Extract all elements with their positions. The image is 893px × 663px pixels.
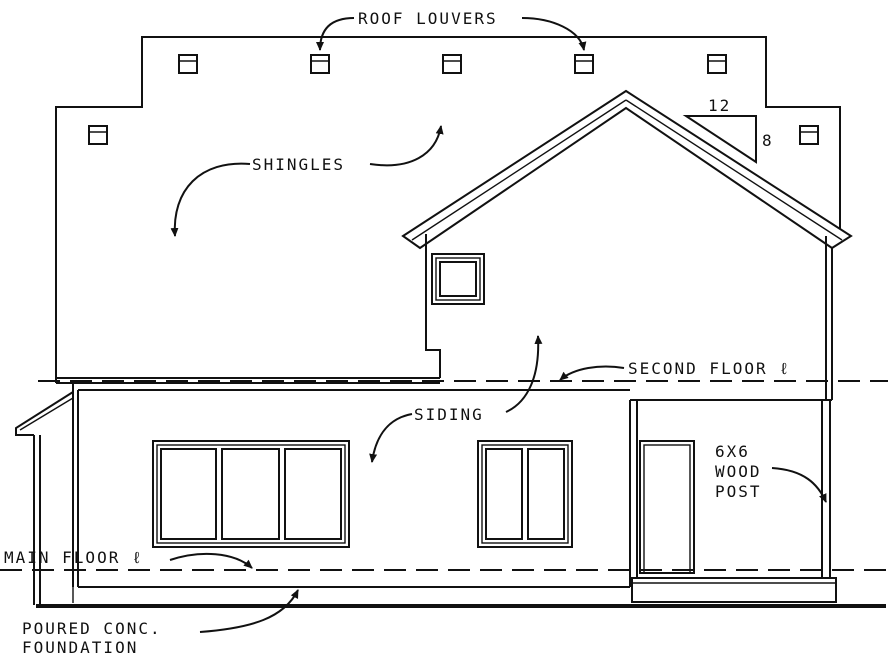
siding-callout: SIDING bbox=[369, 335, 543, 463]
roof-louver bbox=[707, 54, 727, 74]
second-floor-label: SECOND FLOOR ℓ bbox=[628, 359, 791, 378]
gable bbox=[401, 89, 853, 400]
roof-louver bbox=[178, 54, 198, 74]
rear-door bbox=[639, 440, 695, 574]
wood-post-callout: 6X6 WOOD POST bbox=[715, 442, 827, 503]
wood-post-label-line1: 6X6 bbox=[715, 442, 750, 461]
roof-louver bbox=[799, 125, 819, 145]
roof-louvers-label: ROOF LOUVERS bbox=[358, 9, 498, 28]
porch bbox=[631, 400, 837, 603]
second-floor-callout: SECOND FLOOR ℓ bbox=[559, 359, 791, 381]
double-window bbox=[477, 440, 573, 548]
foundation-label-line1: POURED CONC. bbox=[22, 619, 162, 638]
pitch-rise-label: 8 bbox=[762, 131, 774, 150]
shingles-callout: SHINGLES bbox=[170, 125, 444, 237]
roof-louvers bbox=[88, 54, 819, 145]
main-roof bbox=[55, 36, 841, 379]
roof-louver bbox=[88, 125, 108, 145]
wood-post-label-line2: WOOD bbox=[715, 462, 762, 481]
main-floor-walls bbox=[72, 383, 832, 588]
main-floor-callout: MAIN FLOOR ℓ bbox=[4, 548, 253, 569]
triple-window bbox=[152, 440, 350, 548]
roof-pitch-symbol: 12 8 bbox=[682, 96, 774, 164]
roof-louver bbox=[442, 54, 462, 74]
shingles-label: SHINGLES bbox=[252, 155, 345, 174]
main-floor-label: MAIN FLOOR ℓ bbox=[4, 548, 144, 567]
side-bump-out bbox=[15, 391, 74, 605]
foundation-label-line2: FOUNDATION bbox=[22, 638, 138, 657]
roof-louver bbox=[310, 54, 330, 74]
foundation bbox=[36, 587, 886, 608]
wood-post-label-line3: POST bbox=[715, 482, 762, 501]
roof-louver bbox=[574, 54, 594, 74]
pitch-run-label: 12 bbox=[708, 96, 731, 115]
gable-window bbox=[431, 253, 485, 305]
foundation-callout: POURED CONC. FOUNDATION bbox=[22, 589, 299, 657]
roof-louvers-callout: ROOF LOUVERS bbox=[316, 9, 587, 51]
siding-label: SIDING bbox=[414, 405, 484, 424]
